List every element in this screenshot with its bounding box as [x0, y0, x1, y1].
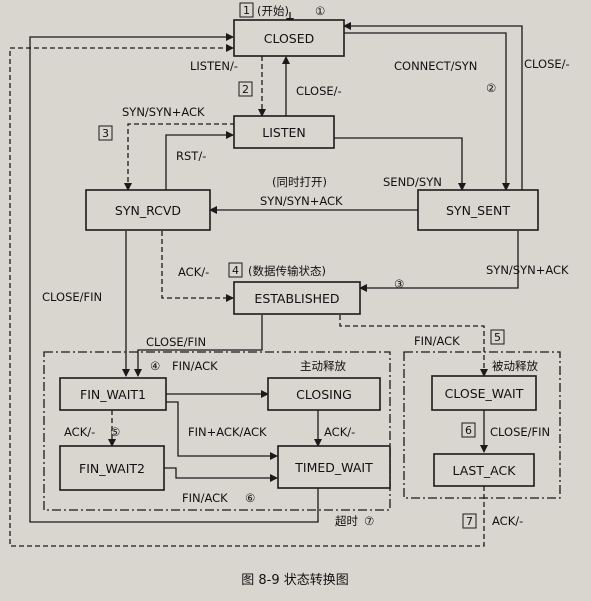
state-fin-wait2-label: FIN_WAIT2: [79, 461, 145, 476]
label-data-transfer: (数据传输状态): [248, 264, 326, 278]
state-last-ack-label: LAST_ACK: [453, 463, 517, 478]
edge-finwait2-timedwait: [164, 467, 278, 482]
step-circle-1: ①: [315, 4, 325, 18]
step-marker-4-box: [228, 262, 243, 278]
label-active-close: 主动释放: [300, 359, 346, 373]
edge-listen-synsent: [333, 137, 466, 191]
label-fin-ack-right: FIN/ACK: [414, 334, 460, 348]
step-marker-7: 7: [466, 515, 473, 528]
step-marker-6-box: [461, 422, 476, 438]
label-send-syn: SEND/SYN: [383, 175, 442, 189]
edge-synsent-established: [359, 231, 519, 292]
edge-established-closewait: [339, 315, 488, 377]
label-ack-fw1-fw2: ACK/-: [64, 425, 95, 439]
state-established: [233, 281, 361, 315]
label-timeout: 超时: [335, 514, 358, 528]
state-syn-rcvd: [85, 189, 211, 231]
state-syn-sent: [417, 189, 539, 231]
state-close-wait-label: CLOSE_WAIT: [445, 386, 524, 401]
label-passive-close: 被动释放: [492, 359, 538, 373]
step-marker-3: 3: [102, 127, 109, 140]
step-marker-1-box: [239, 2, 254, 18]
state-fin-wait1-label: FIN_WAIT1: [80, 387, 146, 402]
step-marker-4: 4: [232, 264, 239, 277]
label-simultaneous-open: (同时打开): [272, 175, 327, 189]
label-syn-synack-right: SYN/SYN+ACK: [486, 263, 569, 277]
edge-listen-synrcvd: [124, 123, 235, 191]
state-syn-rcvd-label: SYN_RCVD: [115, 203, 181, 218]
label-close-fin-left: CLOSE/FIN: [42, 290, 102, 304]
state-closed: [233, 19, 345, 57]
state-listen-label: LISTEN: [262, 125, 305, 140]
step-circle-4: ④: [150, 359, 160, 373]
edge-lastack-closed: [9, 44, 485, 547]
step-marker-5: 5: [494, 331, 501, 344]
state-fin-wait2: [59, 445, 165, 491]
passive-close-group: [403, 351, 561, 499]
label-fin-ack-fw2: FIN/ACK: [182, 491, 228, 505]
edge-synrcvd-established: [161, 231, 234, 302]
edge-timedwait-closed: [29, 33, 319, 523]
state-syn-sent-label: SYN_SENT: [446, 203, 510, 218]
label-close-fin-est: CLOSE/FIN: [146, 335, 206, 349]
edge-synsent-closed: [343, 22, 523, 190]
label-close-fin-cw: CLOSE/FIN: [490, 425, 550, 439]
label-ack-closing: ACK/-: [324, 425, 355, 439]
step-circle-6: ⑥: [245, 491, 255, 505]
label-close-from-synsent: CLOSE/-: [524, 57, 570, 71]
state-closing: [267, 377, 381, 411]
edge-synrcvd-listen: [165, 131, 234, 190]
step-circle-5: ⑤: [110, 425, 120, 439]
label-fin-ack-ack: FIN+ACK/ACK: [188, 425, 267, 439]
start-label: (开始): [257, 4, 289, 18]
label-ack-last: ACK/-: [492, 514, 523, 528]
state-timed-wait-label: TIMED_WAIT: [294, 460, 373, 475]
step-marker-1: 1: [243, 4, 250, 17]
step-marker-2-box: [238, 81, 253, 97]
edge-established-finwait1: [134, 315, 263, 377]
state-last-ack: [433, 453, 535, 487]
step-marker-7-box: [462, 513, 477, 529]
label-connect-syn: CONNECT/SYN: [394, 59, 477, 73]
state-established-label: ESTABLISHED: [254, 291, 339, 306]
state-closed-label: CLOSED: [264, 31, 315, 46]
active-close-group: [43, 351, 391, 511]
edge-finwait1-timedwait: [166, 401, 278, 460]
label-syn-synack-mid: SYN/SYN+ACK: [260, 194, 343, 208]
label-rst: RST/-: [176, 149, 206, 163]
state-close-wait: [431, 375, 537, 411]
label-syn-synack-top: SYN/SYN+ACK: [122, 105, 205, 119]
label-fin-ack-active: FIN/ACK: [172, 359, 218, 373]
label-ack-established: ACK/-: [178, 265, 209, 279]
state-fin-wait1: [59, 377, 167, 411]
state-timed-wait: [277, 445, 391, 489]
step-circle-7: ⑦: [364, 514, 374, 528]
step-marker-2: 2: [242, 83, 249, 96]
step-marker-5-box: [490, 329, 505, 345]
step-marker-6: 6: [465, 424, 472, 437]
figure-caption: 图 8-9 状态转换图: [241, 573, 349, 588]
label-listen-passive: LISTEN/-: [190, 59, 238, 73]
edge-closed-synsent: [344, 32, 510, 191]
state-closing-label: CLOSING: [296, 387, 352, 402]
label-close-from-listen: CLOSE/-: [296, 84, 342, 98]
step-circle-2: ②: [486, 81, 496, 95]
step-marker-3-box: [98, 125, 113, 141]
step-circle-3: ③: [394, 277, 404, 291]
state-listen: [233, 115, 335, 149]
